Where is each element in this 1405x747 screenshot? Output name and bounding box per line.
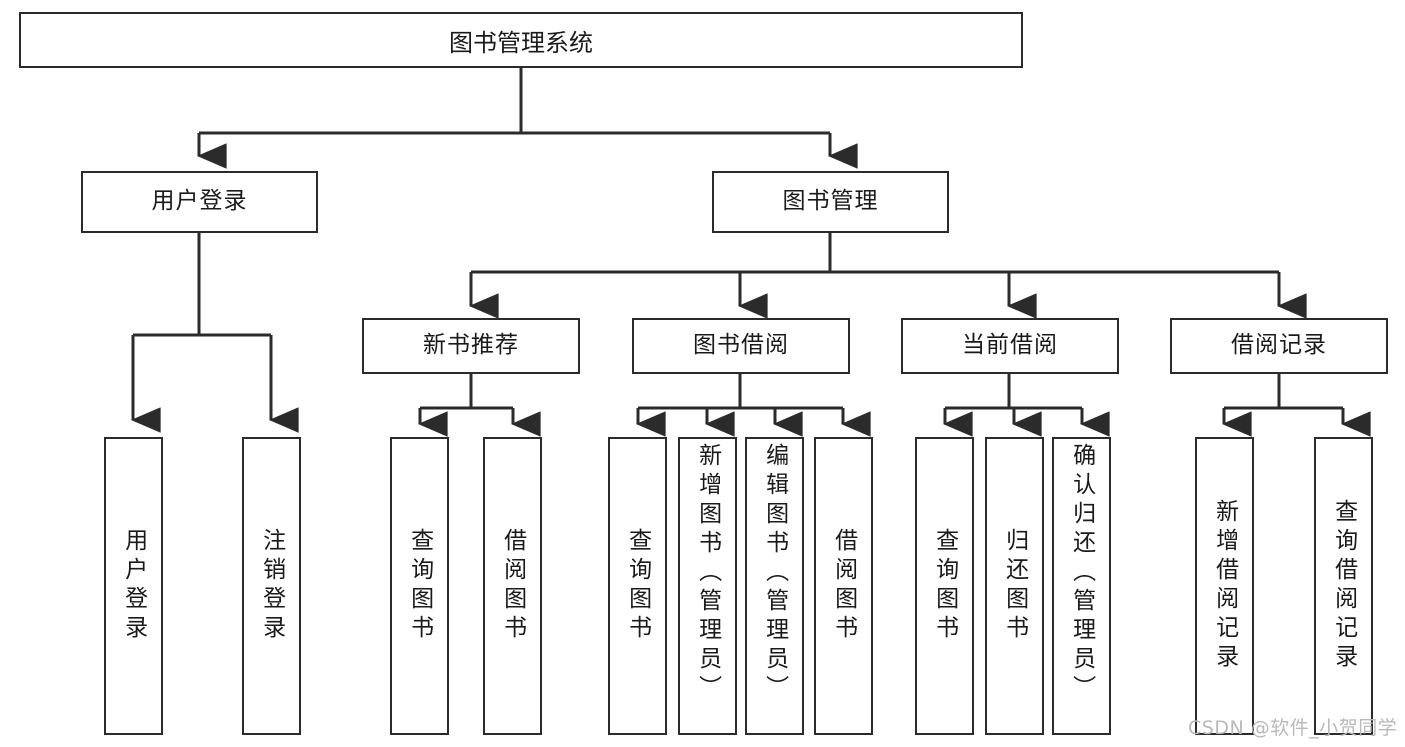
leaf-record-query-record[interactable]: 查询借阅记录 (1314, 437, 1373, 735)
leaf-user-login-login[interactable]: 用户登录 (104, 437, 163, 735)
leaf-label: 用户登录 (120, 528, 147, 644)
node-label: 借阅记录 (1231, 332, 1327, 359)
node-label: 图书管理系统 (449, 28, 593, 57)
leaf-label: 借阅图书 (499, 528, 526, 644)
node-label: 图书管理 (782, 188, 879, 215)
leaf-borrow-add-book-admin[interactable]: 新增图书（管理员） (678, 437, 737, 735)
node-book-management[interactable]: 图书管理 (712, 171, 949, 233)
leaf-label: 编辑图书（管理员） (761, 443, 788, 704)
leaf-label: 查询图书 (406, 528, 433, 644)
leaf-recommend-query-book[interactable]: 查询图书 (390, 437, 449, 735)
leaf-label: 查询图书 (931, 528, 958, 644)
leaf-label: 借阅图书 (830, 528, 857, 644)
node-label: 用户登录 (151, 188, 248, 215)
leaf-recommend-borrow-book[interactable]: 借阅图书 (483, 437, 542, 735)
leaf-current-query-book[interactable]: 查询图书 (915, 437, 974, 735)
node-root-system[interactable]: 图书管理系统 (19, 12, 1023, 68)
leaf-label: 查询图书 (624, 528, 651, 644)
node-label: 当前借阅 (962, 332, 1058, 359)
node-new-book-recommend[interactable]: 新书推荐 (362, 318, 580, 374)
leaf-user-login-logout[interactable]: 注销登录 (242, 437, 301, 735)
leaf-current-confirm-return-admin[interactable]: 确认归还（管理员） (1052, 437, 1111, 735)
leaf-label: 确认归还（管理员） (1068, 443, 1095, 704)
node-borrow-record[interactable]: 借阅记录 (1170, 318, 1388, 374)
leaf-label: 查询借阅记录 (1330, 499, 1357, 673)
leaf-label: 归还图书 (1001, 528, 1028, 644)
node-current-borrow[interactable]: 当前借阅 (901, 318, 1119, 374)
leaf-record-add-record[interactable]: 新增借阅记录 (1195, 437, 1254, 735)
node-user-login[interactable]: 用户登录 (81, 171, 318, 233)
leaf-borrow-borrow-book[interactable]: 借阅图书 (814, 437, 873, 735)
leaf-borrow-query-book[interactable]: 查询图书 (608, 437, 667, 735)
node-book-borrow[interactable]: 图书借阅 (632, 318, 850, 374)
leaf-label: 新增借阅记录 (1211, 499, 1238, 673)
leaf-current-return-book[interactable]: 归还图书 (985, 437, 1044, 735)
leaf-label: 注销登录 (258, 528, 285, 644)
leaf-borrow-edit-book-admin[interactable]: 编辑图书（管理员） (745, 437, 804, 735)
watermark: CSDN @软件_小贺同学 (1188, 717, 1398, 739)
node-label: 新书推荐 (423, 332, 519, 359)
node-label: 图书借阅 (693, 332, 789, 359)
leaf-label: 新增图书（管理员） (694, 443, 721, 704)
